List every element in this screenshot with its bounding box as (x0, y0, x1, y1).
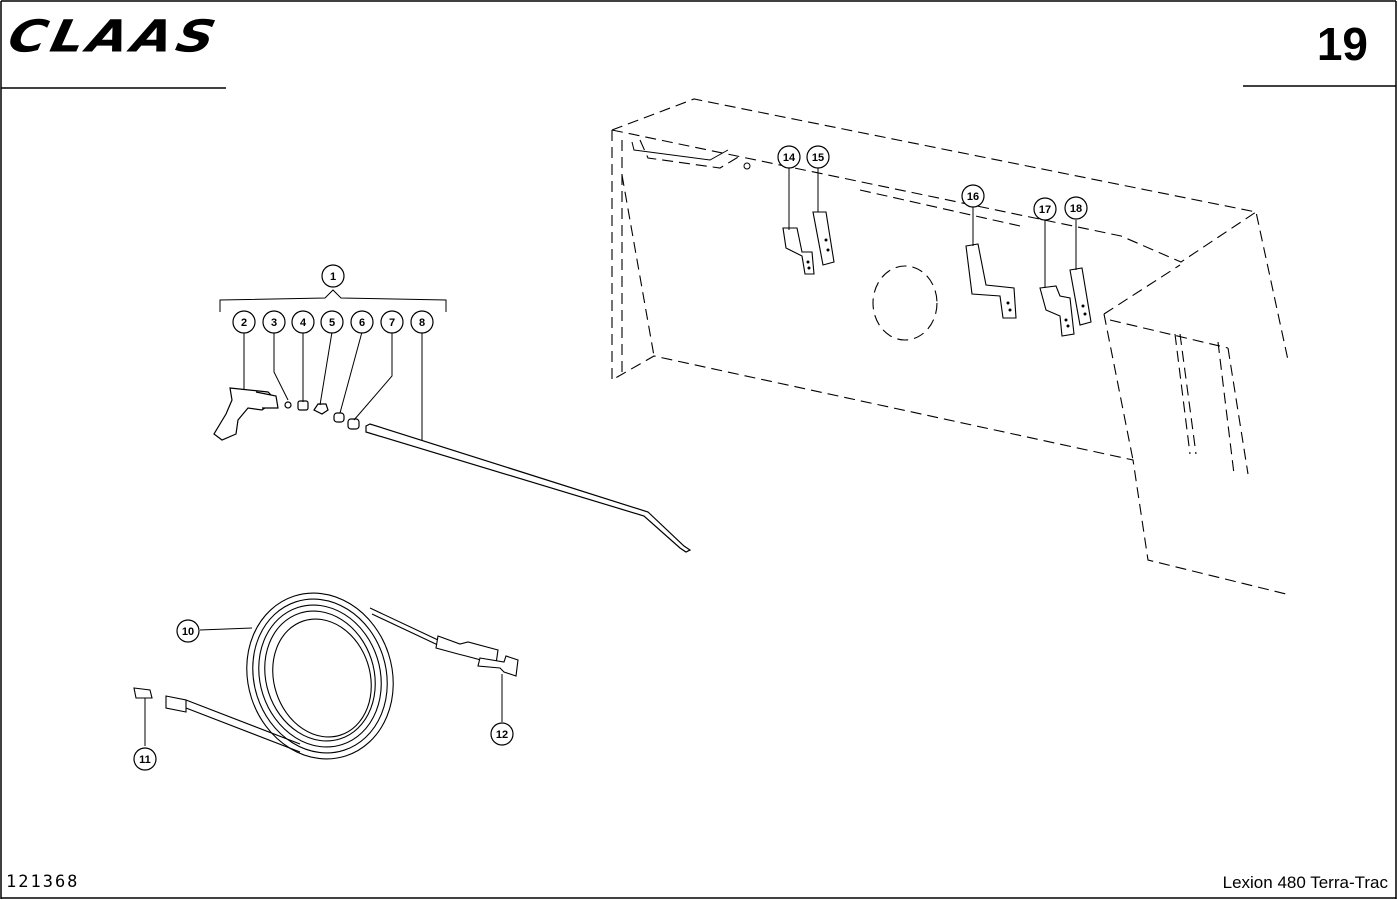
callout-1: 1 (321, 264, 345, 288)
callout-7: 7 (380, 310, 404, 334)
callout-label: 5 (329, 317, 335, 329)
model-name: Lexion 480 Terra-Trac (1222, 873, 1388, 892)
callout-label: 3 (271, 317, 277, 329)
blow-gun-assembly (213, 387, 692, 553)
callout-14: 14 (777, 145, 801, 169)
callout-label: 2 (241, 317, 247, 329)
callout-label: 11 (139, 754, 151, 766)
callout-label: 4 (300, 317, 307, 329)
callout-label: 12 (496, 729, 508, 741)
callout-label: 6 (359, 317, 365, 329)
callout-label: 18 (1070, 203, 1082, 215)
nipple-11 (133, 687, 153, 699)
callout-label: 8 (419, 317, 425, 329)
callout-label: 15 (812, 152, 824, 164)
extension-tube (365, 423, 692, 553)
callout-6: 6 (350, 310, 374, 334)
hose-fittings (133, 635, 519, 713)
callout-16: 16 (961, 184, 985, 208)
leader-lines (144, 168, 1077, 746)
bracket-16 (965, 243, 1017, 319)
callout-12: 12 (490, 722, 514, 746)
bracket-17 (1039, 285, 1075, 337)
bracket-holes (806, 238, 1087, 328)
callout-8: 8 (410, 310, 434, 334)
callout-15: 15 (806, 145, 830, 169)
callout-label: 10 (182, 626, 194, 638)
callout-label: 16 (967, 191, 979, 203)
nipple-12 (477, 655, 519, 677)
callout-2: 2 (232, 310, 256, 334)
drawing-number: 121368 (6, 872, 80, 892)
page-number: 19 (1316, 18, 1368, 70)
callout-label: 7 (389, 317, 395, 329)
brand-text: CLAAS (3, 11, 224, 63)
bracket-parts (782, 211, 1092, 337)
callout-11: 11 (133, 747, 157, 771)
claas-logo: CLAAS (4, 11, 229, 68)
hose-end (165, 695, 187, 713)
bracket-18 (1069, 267, 1092, 326)
bracket-15 (812, 211, 835, 266)
callout-10: 10 (176, 619, 200, 643)
callout-5: 5 (320, 310, 344, 334)
callout-label: 1 (330, 271, 336, 283)
callout-17: 17 (1033, 197, 1057, 221)
machine-panel-outline (611, 98, 1291, 596)
callout-18: 18 (1064, 196, 1088, 220)
bracket-14 (782, 227, 815, 275)
callout-label: 17 (1039, 204, 1051, 216)
callout-label: 14 (783, 152, 796, 164)
callout-4: 4 (291, 310, 315, 334)
callout-3: 3 (262, 310, 286, 334)
air-hose-coil (185, 592, 441, 760)
panel-handle (631, 141, 751, 170)
